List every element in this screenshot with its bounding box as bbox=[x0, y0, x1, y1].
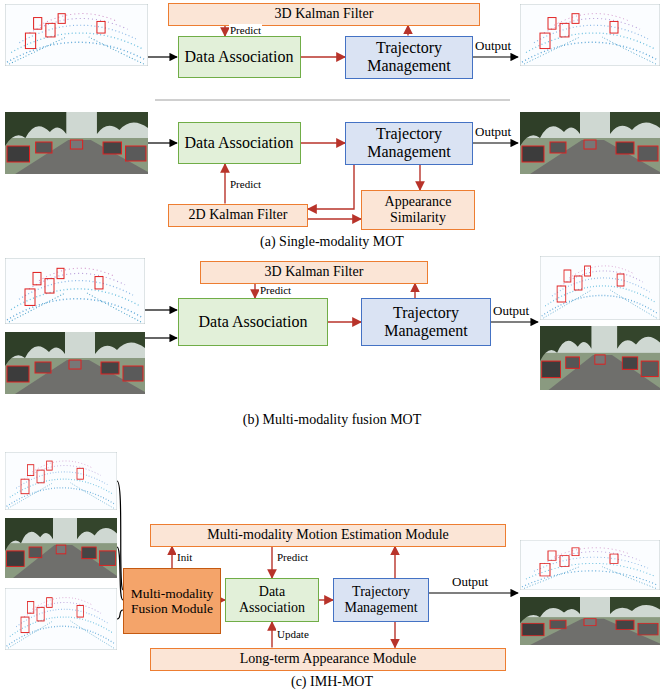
flow-arrow bbox=[224, 164, 225, 204]
input-arrow bbox=[148, 142, 177, 143]
input-arrow bbox=[148, 56, 177, 57]
association-box: Data Association bbox=[225, 578, 319, 622]
flow-arrow bbox=[171, 547, 172, 569]
output-label: Output bbox=[475, 39, 511, 53]
output-arrow bbox=[491, 321, 538, 322]
camera-image bbox=[5, 518, 117, 578]
flow-arrow bbox=[319, 599, 333, 600]
point-cloud-image bbox=[520, 540, 660, 590]
box-text: Data Association bbox=[231, 584, 313, 615]
box-text: Data Association bbox=[185, 48, 294, 66]
flow-arrow bbox=[419, 165, 420, 191]
filter-box: 3D Kalman Filter bbox=[200, 261, 428, 284]
management-box: Trajectory Management bbox=[345, 122, 473, 165]
point-cloud-image bbox=[5, 452, 117, 510]
box-text: Trajectory Management bbox=[351, 39, 467, 75]
camera-image bbox=[5, 332, 145, 394]
flow-arrow bbox=[254, 284, 255, 299]
box-text: Long-term Appearance Module bbox=[240, 651, 417, 667]
box-text: Multi-modality Motion Estimation Module bbox=[207, 527, 449, 543]
input-arrow bbox=[145, 309, 177, 310]
box-text: Trajectory Management bbox=[351, 125, 467, 161]
output-arrow bbox=[473, 56, 518, 57]
box-text: Trajectory Management bbox=[339, 584, 423, 615]
input-arrow bbox=[145, 337, 177, 338]
camera-image bbox=[5, 112, 148, 174]
flow-arrow bbox=[407, 26, 408, 36]
management-box: Trajectory Management bbox=[333, 578, 429, 622]
edge-label: Predict bbox=[276, 551, 309, 563]
box-text: Multi-modality Fusion Module bbox=[129, 586, 215, 616]
point-cloud-image bbox=[5, 258, 145, 324]
camera-image bbox=[520, 112, 660, 174]
panel-caption: (b) Multi-modality fusion MOT bbox=[243, 412, 422, 427]
point-cloud-image bbox=[5, 4, 148, 66]
edge-label: Predict bbox=[259, 284, 292, 296]
output-label: Output bbox=[475, 125, 511, 139]
separator-line bbox=[155, 100, 510, 101]
edge-label: Predict bbox=[229, 24, 262, 36]
point-cloud-image bbox=[540, 256, 660, 320]
edge-label: Predict bbox=[229, 178, 262, 190]
association-box: Data Association bbox=[178, 122, 301, 164]
association-box: Data Association bbox=[178, 36, 301, 78]
edge-label: Update bbox=[276, 628, 310, 640]
camera-image bbox=[540, 326, 660, 390]
point-cloud-image bbox=[520, 4, 660, 66]
management-box: Trajectory Management bbox=[345, 36, 473, 79]
point-cloud-image bbox=[5, 588, 117, 650]
camera-image bbox=[520, 597, 660, 645]
flow-arrow bbox=[301, 142, 346, 143]
flow-arrow bbox=[271, 547, 272, 579]
flow-arrow bbox=[271, 622, 272, 648]
fusion-box: Multi-modality Fusion Module bbox=[123, 568, 221, 634]
flow-arrow bbox=[308, 218, 361, 219]
edge-label: Init bbox=[176, 551, 193, 563]
box-text: Trajectory Management bbox=[367, 304, 485, 340]
module-box: Multi-modality Motion Estimation Module bbox=[150, 524, 506, 547]
box-text: 3D Kalman Filter bbox=[275, 6, 374, 22]
flow-arrow bbox=[301, 56, 346, 57]
management-box: Trajectory Management bbox=[361, 298, 491, 346]
output-label: Output bbox=[493, 304, 529, 318]
box-text: Appearance Similarity bbox=[367, 194, 469, 225]
box-text: 3D Kalman Filter bbox=[265, 264, 364, 280]
output-arrow bbox=[429, 592, 518, 593]
flow-arrow bbox=[308, 165, 354, 210]
output-label: Output bbox=[452, 575, 488, 589]
flow-arrow bbox=[328, 321, 361, 322]
box-text: Data Association bbox=[199, 313, 308, 331]
flow-arrow bbox=[414, 284, 415, 299]
similarity-box: Appearance Similarity bbox=[361, 190, 475, 230]
filter-box: 3D Kalman Filter bbox=[168, 3, 480, 26]
output-arrow bbox=[473, 142, 518, 143]
panel-caption: (c) IMH-MOT bbox=[291, 674, 373, 689]
module-box: Long-term Appearance Module bbox=[150, 648, 506, 671]
box-text: Data Association bbox=[185, 134, 294, 152]
flow-arrow bbox=[394, 547, 395, 579]
box-text: 2D Kalman Filter bbox=[189, 207, 288, 223]
association-box: Data Association bbox=[178, 298, 328, 346]
flow-arrow bbox=[394, 622, 395, 648]
flow-arrow bbox=[224, 26, 225, 37]
filter-box: 2D Kalman Filter bbox=[168, 204, 308, 227]
panel-caption: (a) Single-modality MOT bbox=[260, 234, 404, 249]
